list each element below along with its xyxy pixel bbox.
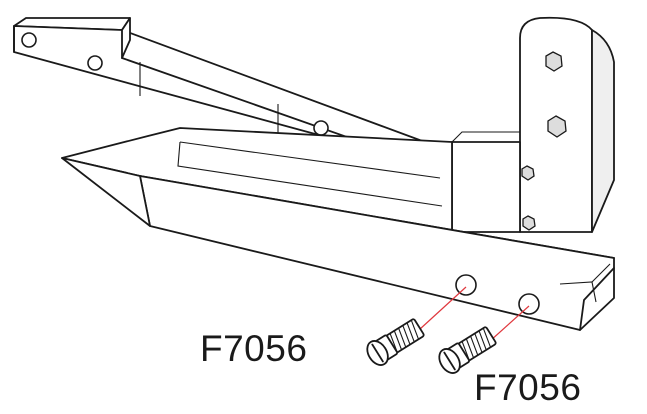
bar-hole-3 (313, 120, 329, 136)
vertical-bracket (451, 16, 615, 233)
lower-bar-hole-1 (455, 274, 477, 296)
part-number-label-left: F7056 (200, 328, 308, 369)
bar-hole-1 (21, 32, 37, 48)
screw-right (438, 326, 497, 374)
bracket-nut-2 (547, 115, 567, 138)
screw-left (366, 318, 425, 366)
bracket-nut-4 (522, 215, 536, 231)
bracket-nut-1 (545, 51, 563, 72)
bar-hole-2 (87, 55, 103, 71)
lower-bar-hole-2 (518, 293, 540, 315)
bracket-nut-3 (521, 165, 535, 181)
part-number-label-right: F7056 (474, 367, 582, 408)
lower-pointed-bar (61, 127, 615, 331)
